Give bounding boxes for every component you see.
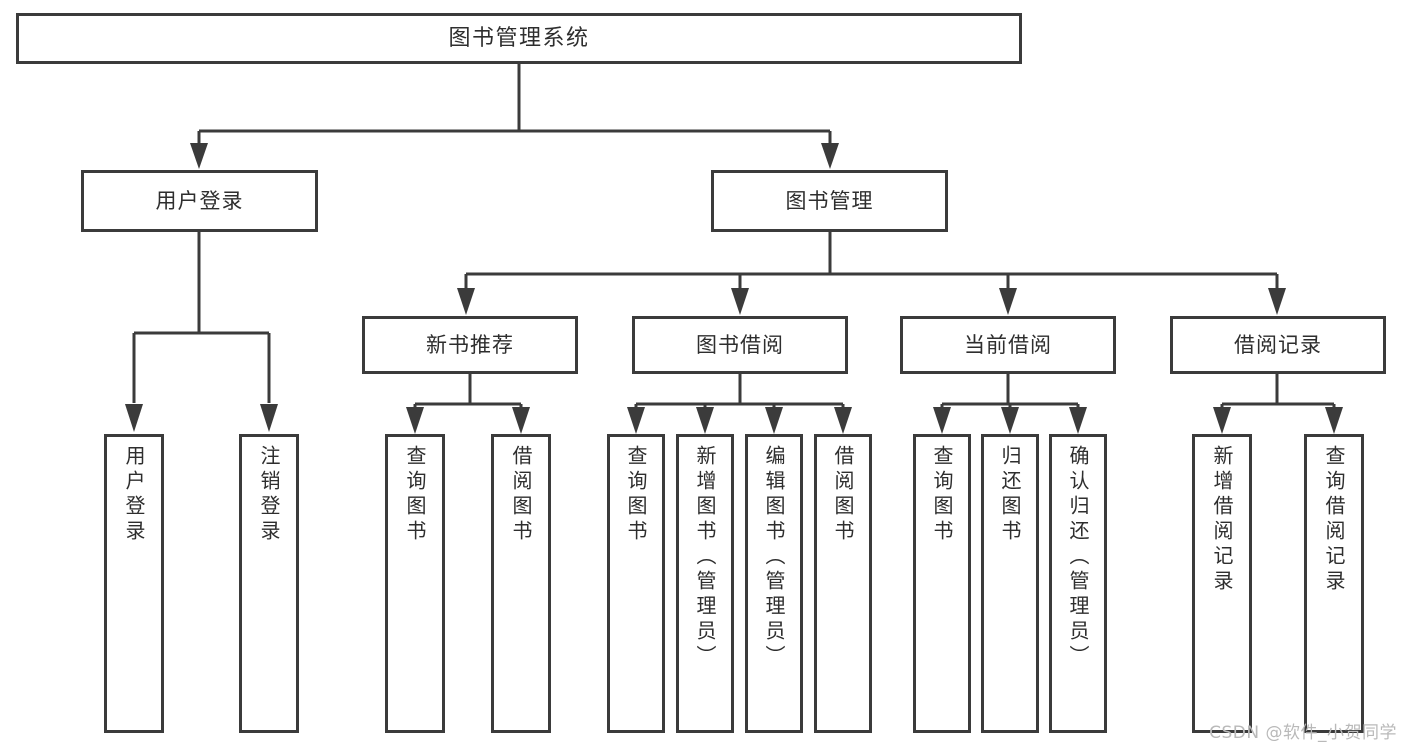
node-leaf-query-record[interactable]: 查询借阅记录 [1304,434,1364,733]
node-leaf-user-logout-label: 注销登录 [257,445,281,545]
node-leaf-edit-book[interactable]: 编辑图书（管理员） [745,434,803,733]
node-leaf-add-record-label: 新增借阅记录 [1210,445,1234,595]
arrow-head-book-management [821,143,839,169]
arrow-head-leaf-user-login [125,404,143,432]
node-leaf-user-login[interactable]: 用户登录 [104,434,164,733]
arrow-head-leaf-add-record [1213,407,1231,434]
node-root-system-label: 图书管理系统 [448,25,590,51]
node-leaf-query-book-3-label: 查询图书 [930,445,954,545]
node-root-system[interactable]: 图书管理系统 [16,13,1022,64]
node-current-borrow-label: 当前借阅 [964,332,1052,357]
arrow-head-user-login [190,143,208,169]
node-leaf-query-record-label: 查询借阅记录 [1322,445,1346,595]
arrow-head-leaf-confirm-return [1069,407,1087,434]
arrow-head-leaf-user-logout [260,404,278,432]
csdn-watermark: CSDN @软件_小贺同学 [1209,723,1397,743]
node-leaf-borrow-book-1[interactable]: 借阅图书 [491,434,551,733]
node-leaf-query-book-3[interactable]: 查询图书 [913,434,971,733]
node-leaf-confirm-return[interactable]: 确认归还（管理员） [1049,434,1107,733]
arrow-head-leaf-borrow-book-1 [512,407,530,434]
arrow-head-leaf-borrow-book-2 [834,407,852,434]
node-leaf-edit-book-label: 编辑图书（管理员） [762,445,786,670]
node-user-login[interactable]: 用户登录 [81,170,318,232]
arrow-head-leaf-query-record [1325,407,1343,434]
node-leaf-return-book[interactable]: 归还图书 [981,434,1039,733]
node-leaf-query-book-1[interactable]: 查询图书 [385,434,445,733]
arrow-head-leaf-query-book-1 [406,407,424,434]
node-book-management-label: 图书管理 [785,188,874,213]
node-leaf-add-record[interactable]: 新增借阅记录 [1192,434,1252,733]
node-leaf-borrow-book-2[interactable]: 借阅图书 [814,434,872,733]
node-leaf-add-book[interactable]: 新增图书（管理员） [676,434,734,733]
node-leaf-return-book-label: 归还图书 [998,445,1022,545]
node-leaf-user-login-label: 用户登录 [122,445,146,545]
node-leaf-query-book-1-label: 查询图书 [403,445,427,545]
node-borrow-record[interactable]: 借阅记录 [1170,316,1386,374]
node-leaf-confirm-return-label: 确认归还（管理员） [1066,445,1090,670]
arrow-head-borrow-record [1268,288,1286,315]
node-new-book-recommend[interactable]: 新书推荐 [362,316,578,374]
node-leaf-borrow-book-2-label: 借阅图书 [831,445,855,545]
node-leaf-query-book-2-label: 查询图书 [624,445,648,545]
arrow-head-leaf-query-book-2 [627,407,645,434]
node-leaf-borrow-book-1-label: 借阅图书 [509,445,533,545]
arrow-head-leaf-query-book-3 [933,407,951,434]
arrow-head-new-book-recommend [457,288,475,315]
node-current-borrow[interactable]: 当前借阅 [900,316,1116,374]
node-book-borrow[interactable]: 图书借阅 [632,316,848,374]
arrow-head-leaf-edit-book [765,407,783,434]
node-user-login-label: 用户登录 [155,188,244,213]
node-leaf-add-book-label: 新增图书（管理员） [693,445,717,670]
node-book-management[interactable]: 图书管理 [711,170,948,232]
arrow-head-current-borrow [999,288,1017,315]
arrow-head-leaf-add-book [696,407,714,434]
node-leaf-query-book-2[interactable]: 查询图书 [607,434,665,733]
node-leaf-user-logout[interactable]: 注销登录 [239,434,299,733]
arrow-head-book-borrow [731,288,749,315]
node-book-borrow-label: 图书借阅 [696,332,784,357]
arrow-head-leaf-return-book [1001,407,1019,434]
node-new-book-recommend-label: 新书推荐 [426,332,514,357]
node-borrow-record-label: 借阅记录 [1234,332,1322,357]
